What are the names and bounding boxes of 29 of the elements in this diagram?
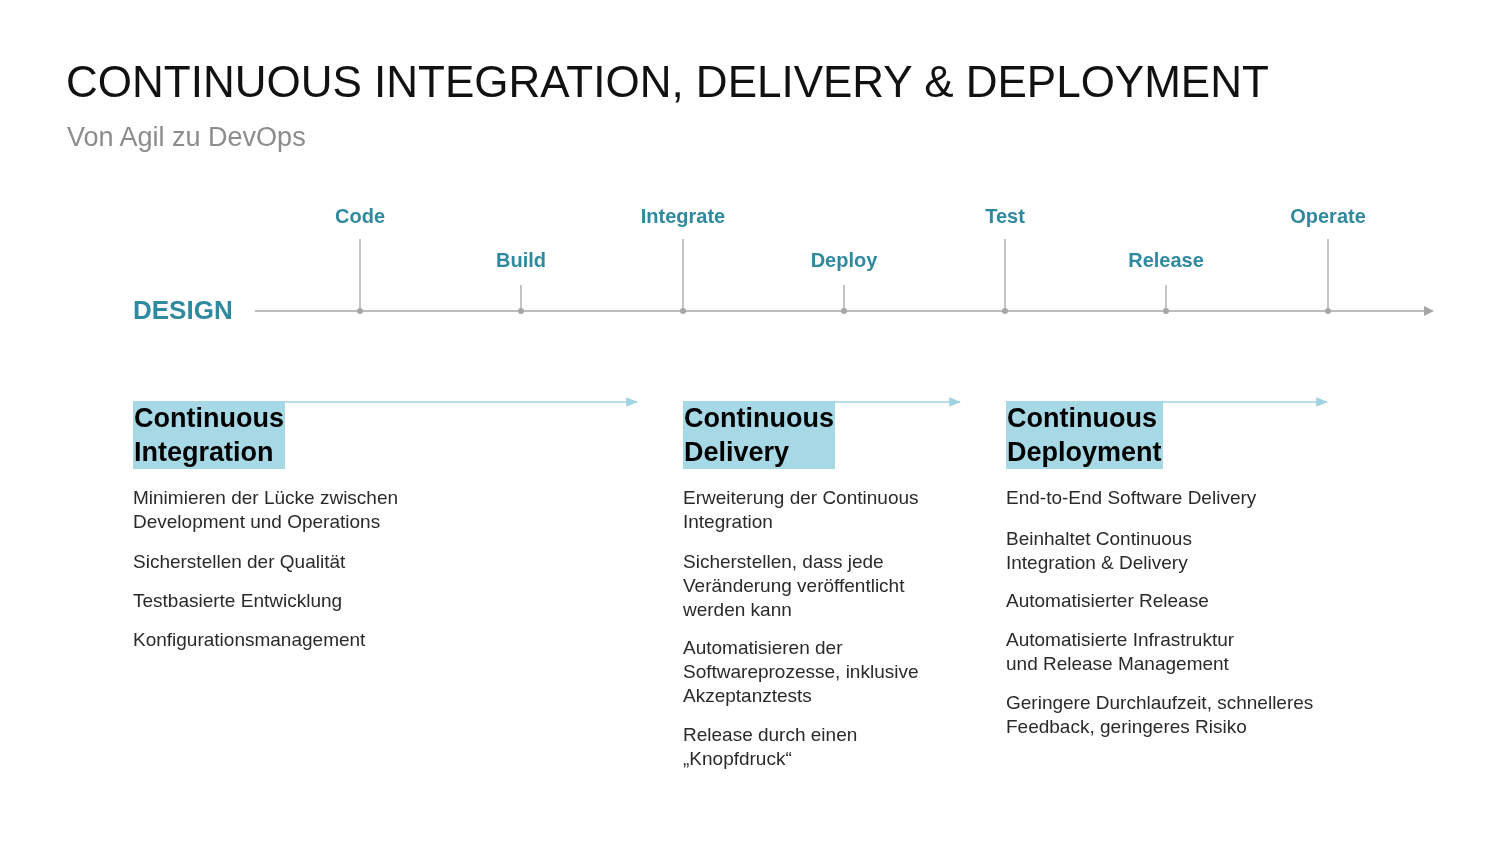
description-text: End-to-End Software Delivery bbox=[1006, 486, 1258, 510]
description-text: Erweiterung der Continuous Integration bbox=[683, 486, 920, 534]
description-text: Beinhaltet Continuous Integration & Delivery bbox=[1006, 527, 1193, 575]
description-text: Geringere Durchlaufzeit, schnelleres Feedback, geringeres Risiko bbox=[1006, 691, 1315, 739]
description-text: Automatisieren der Softwareprozesse, inklusive Akzeptanztests bbox=[683, 636, 920, 708]
subtitle: Von Agil zu DevOps bbox=[67, 121, 306, 154]
stage-label: Integrate bbox=[640, 204, 726, 229]
stage-label: Deploy bbox=[810, 248, 878, 273]
description-text: Konfigurationsmanagement bbox=[133, 628, 367, 652]
description-text: Minimieren der Lücke zwischen Development und Operations bbox=[133, 486, 400, 534]
stage-label: Operate bbox=[1290, 204, 1366, 229]
description-text: Release durch einen „Knopfdruck“ bbox=[683, 723, 859, 771]
description-text: Automatisierte Infrastruktur und Release Management bbox=[1006, 628, 1236, 676]
arrow bbox=[834, 397, 962, 407]
highlighted-heading: Continuous Deployment bbox=[1006, 401, 1163, 469]
arrow bbox=[284, 397, 639, 407]
highlighted-heading: Continuous Integration bbox=[133, 401, 285, 469]
description-text: Testbasierte Entwicklung bbox=[133, 589, 344, 613]
highlighted-heading: Continuous Delivery bbox=[683, 401, 835, 469]
description-text: Sicherstellen der Qualität bbox=[133, 550, 347, 574]
stage-label: Release bbox=[1128, 248, 1204, 273]
description-text: Sicherstellen, dass jede Veränderung veröffentlicht werden kann bbox=[683, 550, 906, 622]
description-text: Automatisierter Release bbox=[1006, 589, 1210, 613]
slide-title: CONTINUOUS INTEGRATION, DELIVERY & DEPLOYMENT bbox=[66, 56, 1269, 108]
arrow bbox=[1161, 397, 1329, 407]
stage-label: Test bbox=[985, 204, 1025, 229]
stage-label: Code bbox=[335, 204, 385, 229]
stage-label: Build bbox=[496, 248, 546, 273]
phase-label: DESIGN bbox=[133, 294, 233, 326]
